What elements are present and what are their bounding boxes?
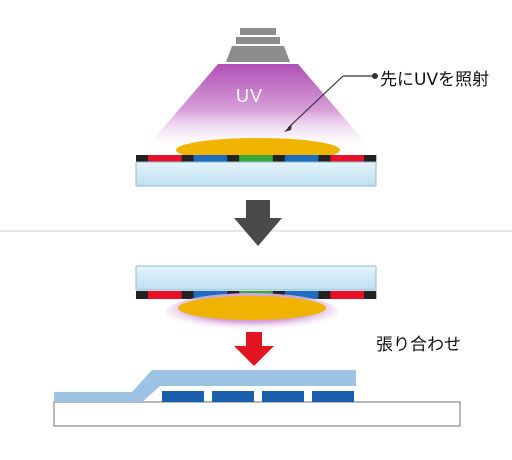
module-cell [262, 391, 304, 402]
pixel-black-2 [181, 155, 194, 163]
bonding-label: 張り合わせ [376, 335, 461, 355]
base-substrate [53, 401, 461, 427]
module-cell [212, 391, 254, 402]
uv-light-cone [146, 64, 370, 148]
pixel-blue-7 [284, 291, 319, 299]
pixel-black-4 [227, 155, 240, 163]
bonding-arrow-icon [234, 332, 274, 366]
pixel-black-2 [181, 291, 194, 299]
resin-blob-flipped [178, 296, 326, 320]
pixel-green-5 [239, 155, 274, 163]
pixel-layer-top [136, 155, 377, 163]
pixel-red-1 [148, 291, 182, 299]
module-cell [312, 391, 354, 402]
cover-panel [54, 370, 356, 402]
module-cell [162, 391, 204, 402]
pixel-blue-3 [193, 155, 228, 163]
pixel-blue-7 [284, 155, 319, 163]
glass-substrate-top [135, 161, 377, 187]
pixel-red-1 [148, 155, 182, 163]
pixel-black-10 [364, 291, 377, 299]
bonded-module [53, 370, 461, 427]
pixel-red-9 [330, 155, 365, 163]
pixel-black-0 [136, 155, 149, 163]
callout-pointer [284, 73, 378, 132]
step-down-arrow-icon [234, 200, 282, 246]
pixel-red-9 [330, 291, 365, 299]
glass-substrate-middle [135, 265, 377, 291]
pixel-black-10 [364, 155, 377, 163]
pixel-black-8 [318, 155, 331, 163]
uv-label: UV [236, 86, 264, 106]
module-cells [162, 391, 354, 402]
pixel-black-0 [136, 291, 149, 299]
uv-lamp-icon [226, 28, 290, 62]
pixel-blue-3 [193, 291, 228, 299]
pixel-black-8 [318, 291, 331, 299]
uv-irradiation-label: 先にUVを照射 [380, 70, 490, 90]
pixel-black-6 [272, 155, 286, 163]
